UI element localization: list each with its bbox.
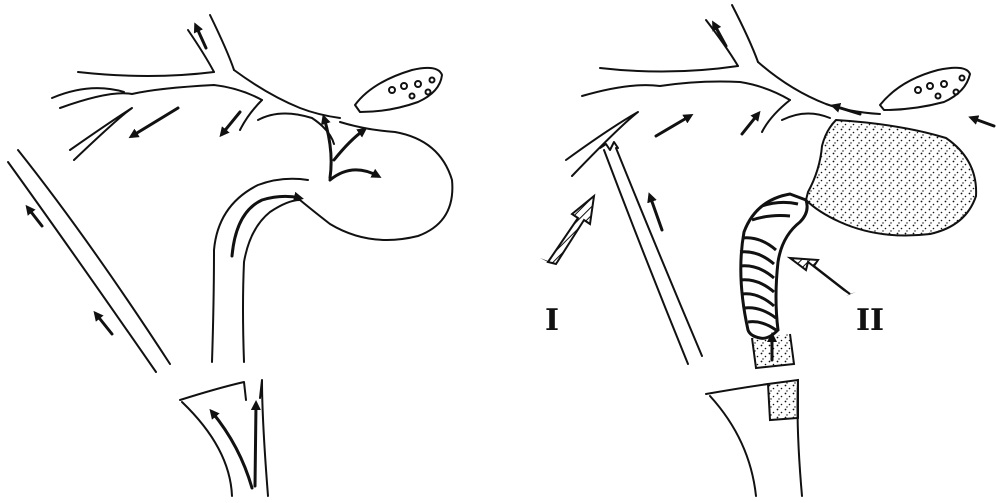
left-arrow-bottom-a [212,412,252,488]
route-two-arrow [790,258,856,296]
right-arrow-branch [656,116,690,136]
left-panel [8,15,452,496]
left-bend-inner [243,200,300,362]
right-long-vessel-a [604,150,688,364]
right-bottom-stub [768,380,798,420]
left-arrow-split-a [324,118,331,178]
left-arrow-split-b [334,130,364,160]
left-sinus-upper [240,100,334,144]
left-arrow-vessel-2 [96,314,112,334]
right-long-vessel-b [616,148,702,356]
right-branch-diag [566,112,638,176]
left-bone-pores [389,78,435,99]
right-sinus-stippled [806,120,976,236]
right-branch-top [600,66,738,72]
left-bend-outer [212,179,308,362]
right-branch-lower [582,82,790,101]
left-sinus-outline [300,122,452,240]
route-one-label: I [545,303,559,338]
right-arrow-into-sinus [834,106,860,114]
left-arrow-split-c [330,170,378,180]
right-branch-top-2 [758,62,880,114]
left-long-vessel-a [8,162,156,372]
right-upper-vein-wall-a [732,5,758,62]
route-two-label: II [856,303,884,338]
left-long-vessel-b [18,150,170,364]
right-arrow-up-vein [714,24,726,46]
route-one-arrow [540,196,594,264]
right-arrow-far-right [972,118,994,126]
left-branch-diag [70,108,132,160]
left-arrow-small [222,112,240,134]
right-bone-pores [915,76,965,99]
left-arrow-vessel-1 [28,208,42,226]
right-arrow-vessel [650,196,662,230]
right-arrow-small [742,114,758,134]
left-branch-top [78,72,214,76]
left-upper-vein-wall-a [210,15,234,70]
right-upper-vein-wall-b [706,20,738,66]
left-arrow-branch [132,108,178,136]
right-panel: I II [540,5,994,496]
left-arrow-bend [232,196,300,256]
left-arrow-bottom-b [255,404,256,486]
right-sinus-upper [762,100,830,132]
